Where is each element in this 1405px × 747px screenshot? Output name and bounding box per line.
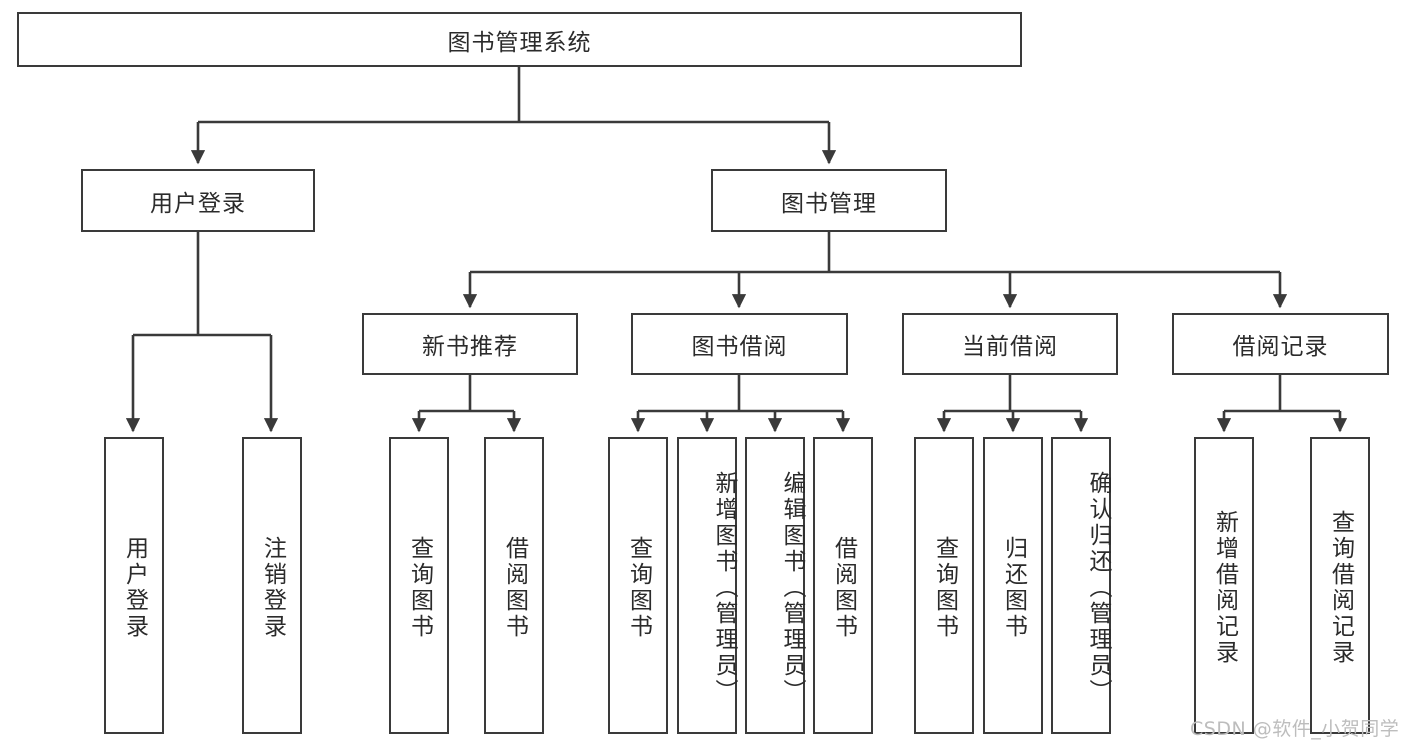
node-leaf-confirm-return-admin[interactable]: 确认归还（管理员） bbox=[1051, 437, 1111, 734]
node-leaf-edit-book-admin[interactable]: 编辑图书（管理员） bbox=[745, 437, 805, 734]
node-book-borrow[interactable]: 图书借阅 bbox=[631, 313, 848, 375]
node-label: 图书借阅 bbox=[691, 334, 788, 360]
node-leaf-query-borrow-record[interactable]: 查询借阅记录 bbox=[1310, 437, 1370, 734]
node-label: 查询借阅记录 bbox=[1327, 509, 1354, 666]
node-label: 当前借阅 bbox=[962, 334, 1058, 360]
node-leaf-return-book[interactable]: 归还图书 bbox=[983, 437, 1043, 734]
node-leaf-query-book-1[interactable]: 查询图书 bbox=[389, 437, 449, 734]
node-leaf-user-login[interactable]: 用户登录 bbox=[104, 437, 164, 734]
node-leaf-query-book-3[interactable]: 查询图书 bbox=[914, 437, 974, 734]
node-label: 查询图书 bbox=[406, 535, 433, 640]
node-label: 借阅图书 bbox=[501, 535, 528, 640]
node-label: 新增借阅记录 bbox=[1211, 509, 1238, 666]
node-borrow-record[interactable]: 借阅记录 bbox=[1172, 313, 1389, 375]
node-label: 注销登录 bbox=[259, 535, 286, 640]
node-label: 用户登录 bbox=[121, 535, 148, 640]
node-label: 确认归还（管理员） bbox=[1085, 470, 1111, 705]
node-label: 查询图书 bbox=[931, 535, 958, 640]
node-leaf-add-borrow-record[interactable]: 新增借阅记录 bbox=[1194, 437, 1254, 734]
node-label: 编辑图书（管理员） bbox=[779, 470, 805, 705]
node-leaf-logout-login[interactable]: 注销登录 bbox=[242, 437, 302, 734]
node-label: 查询图书 bbox=[625, 535, 652, 640]
node-leaf-borrow-book-2[interactable]: 借阅图书 bbox=[813, 437, 873, 734]
node-leaf-add-book-admin[interactable]: 新增图书（管理员） bbox=[677, 437, 737, 734]
node-label: 新增图书（管理员） bbox=[711, 470, 737, 705]
watermark-text: CSDN @软件_小贺同学 bbox=[1190, 718, 1400, 740]
node-label: 借阅记录 bbox=[1232, 334, 1329, 360]
node-user-login[interactable]: 用户登录 bbox=[81, 169, 315, 232]
node-book-manage[interactable]: 图书管理 bbox=[711, 169, 947, 232]
node-new-book-recommend[interactable]: 新书推荐 bbox=[362, 313, 578, 375]
node-label: 新书推荐 bbox=[422, 334, 518, 360]
node-label: 用户登录 bbox=[150, 190, 246, 217]
node-current-borrow[interactable]: 当前借阅 bbox=[902, 313, 1118, 375]
node-title-system[interactable]: 图书管理系统 bbox=[17, 12, 1022, 67]
node-leaf-borrow-book-1[interactable]: 借阅图书 bbox=[484, 437, 544, 734]
node-label: 图书管理 bbox=[781, 190, 877, 217]
node-label: 借阅图书 bbox=[830, 535, 857, 640]
node-leaf-query-book-2[interactable]: 查询图书 bbox=[608, 437, 668, 734]
node-label: 归还图书 bbox=[1000, 535, 1027, 640]
node-label: 图书管理系统 bbox=[447, 29, 592, 56]
